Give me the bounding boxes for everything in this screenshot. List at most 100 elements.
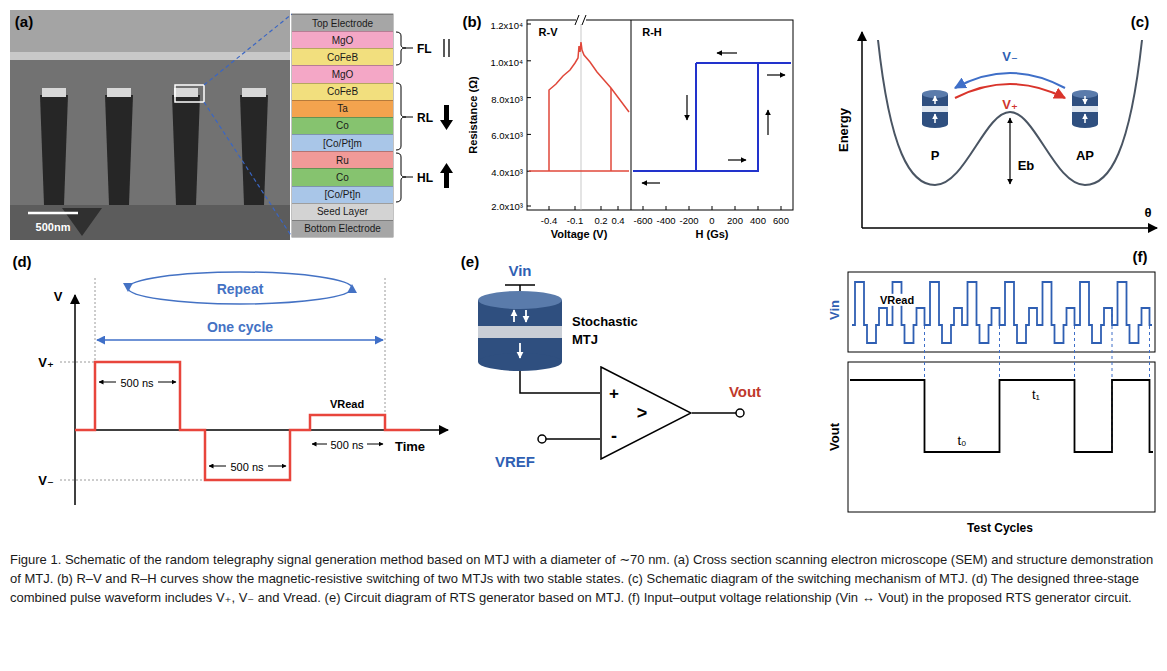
mtj-icon	[1084, 114, 1086, 123]
barrier-label: Eb	[1018, 158, 1035, 173]
panel-label: (f)	[1133, 248, 1148, 265]
sweep-arrow	[728, 159, 746, 160]
panel-label-holder: (b)	[462, 13, 481, 31]
voltage-label: V₋	[38, 473, 54, 488]
tick-label: 4.0x10³	[491, 167, 523, 178]
layer-bracket	[396, 32, 413, 202]
energy-axis	[862, 32, 1157, 228]
sem-image	[10, 10, 290, 240]
tick-label-holder: -0.4	[541, 210, 557, 228]
plot-title-holder: R-V	[539, 22, 558, 40]
tick-label: -0.4	[541, 215, 557, 226]
layer-band: [Co/Pt]m	[292, 134, 393, 151]
axis-break	[575, 15, 586, 25]
vin-waveform	[852, 282, 1152, 343]
tick-label: -600	[633, 215, 652, 226]
rv-curve	[610, 88, 612, 171]
sem-image	[10, 58, 290, 240]
duration-arrow	[99, 382, 383, 466]
plot-title-holder: R-H	[642, 22, 662, 40]
layer-name: CoFeB	[327, 86, 358, 97]
switch-arrow	[955, 73, 1065, 98]
duration-label: 500 ns	[330, 439, 363, 451]
comparator: +->	[600, 366, 692, 460]
tick-label: 1.2x10⁴	[490, 20, 523, 31]
axis-title-holder: Time	[395, 437, 425, 455]
signal-name-holder: Vout	[729, 383, 761, 401]
layer-name: MgO	[332, 35, 354, 46]
layer-group-name: FL	[417, 42, 432, 56]
panel-label-holder: (f)	[1133, 248, 1148, 266]
tick-label: 0.4	[611, 215, 624, 226]
duration-label: 500 ns	[230, 461, 263, 473]
figure-caption-holder: Figure 1. Schematic of the random telegr…	[10, 550, 1157, 607]
pulse-waveform	[75, 362, 420, 480]
vin-waveform	[852, 282, 1152, 343]
input-terminal	[519, 285, 521, 292]
magnetization-arrow	[440, 105, 453, 130]
sweep-arrow	[642, 53, 785, 183]
panel-label: (c)	[1131, 13, 1149, 30]
mtj-icon	[1084, 96, 1086, 104]
signal-name: Vin	[827, 300, 842, 320]
panel-label-holder: (e)	[461, 253, 479, 271]
plot-frame	[549, 206, 618, 210]
state-label-holder: P	[931, 146, 940, 164]
waveform-axis	[74, 295, 76, 505]
waveform-axis	[75, 295, 448, 505]
tick-label: 600	[773, 215, 789, 226]
tick-label-holder: -600	[633, 210, 652, 228]
guide-line	[385, 278, 386, 430]
axis-title-holder: Voltage (V)	[551, 224, 608, 242]
layer-bracket	[396, 83, 413, 150]
panel-label: (d)	[12, 253, 31, 270]
tick-label-holder: 8.0x10³	[491, 88, 523, 106]
panel-label-holder: (d)	[12, 253, 31, 271]
duration-label-holder: 500 ns	[230, 457, 263, 475]
sweep-arrow	[767, 110, 768, 135]
layer-group-name: HL	[417, 171, 433, 185]
input-terminal	[505, 285, 535, 292]
signal-name-holder: Vin	[825, 300, 843, 320]
sem-image	[242, 88, 266, 97]
axis-title-holder: Test Cycles	[967, 518, 1033, 536]
signal-name: Vin	[508, 262, 531, 279]
tick-label: 400	[750, 215, 766, 226]
sem-image	[10, 52, 290, 60]
tick-label-holder: 0.2	[594, 210, 607, 228]
sweep-arrow	[642, 182, 660, 183]
axis-title-holder: Energy	[834, 108, 852, 152]
voltage-label: VRead	[330, 398, 364, 410]
repeat-loop	[123, 272, 357, 304]
mtj-icon	[1072, 106, 1098, 112]
tick-label: 200	[727, 215, 743, 226]
zoom-leader	[204, 14, 292, 237]
signal-frame	[848, 272, 1155, 512]
barrier-label-holder: Eb	[1018, 156, 1035, 174]
layer-name: Seed Layer	[317, 206, 368, 217]
layer-name: Ta	[337, 103, 348, 114]
tick-label: 8.0x10³	[491, 93, 523, 104]
barrier-arrow	[1010, 118, 1011, 184]
state-time-label-holder: t₀	[957, 431, 966, 449]
layer-name: Co	[336, 172, 349, 183]
layer-name: Co	[336, 120, 349, 131]
cycle-arrow	[97, 339, 383, 341]
state-label-holder: AP	[1076, 146, 1094, 164]
mtj-icon	[922, 90, 1098, 128]
layer-name: Ru	[336, 155, 349, 166]
circuit-wire	[538, 435, 546, 443]
mtj-cylinder	[513, 310, 515, 322]
double-well	[878, 40, 1142, 185]
tick-label-holder: -0.1	[567, 210, 583, 228]
layer-name: CoFeB	[327, 52, 358, 63]
repeat-loop	[128, 272, 352, 304]
voltage-label-holder: V₊	[38, 353, 54, 371]
rv-curve	[529, 170, 629, 172]
double-well	[878, 40, 1142, 185]
tick-label-holder: -200	[679, 210, 698, 228]
layer-band: Bottom Electrode	[292, 220, 393, 237]
sem-image	[42, 88, 66, 97]
panel-label-holder: (a)	[15, 13, 33, 31]
